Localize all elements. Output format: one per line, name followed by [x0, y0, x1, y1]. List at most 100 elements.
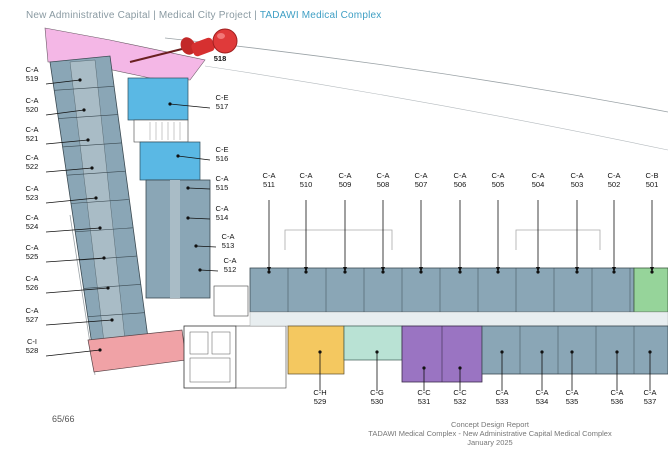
callout-dot	[198, 268, 202, 272]
room-number-label: 527	[26, 315, 39, 324]
footer-line-1: Concept Design Report	[451, 420, 529, 429]
room-type-label: C-A	[566, 388, 579, 397]
bracket-right	[515, 229, 601, 250]
room-type-label: C-A	[415, 171, 428, 180]
room-number-label: 530	[371, 397, 384, 406]
room-number-label: 512	[224, 265, 237, 274]
callout-leader	[45, 197, 97, 204]
room-number-label: 529	[314, 397, 327, 406]
room-type-label: C-A	[222, 232, 235, 241]
room-number-label: 520	[26, 105, 39, 114]
room-number-label: 505	[492, 180, 505, 189]
room-number-label: 521	[26, 134, 39, 143]
callout-leader	[199, 269, 219, 272]
wing-horizontal-south	[481, 325, 668, 375]
callout-arrow	[496, 267, 500, 272]
room-number-label: 503	[571, 180, 584, 189]
room-number-label: 526	[26, 283, 39, 292]
room-number-label: 516	[216, 154, 229, 163]
room-number-label: 523	[26, 193, 39, 202]
callout-leader	[45, 139, 89, 145]
elevator-1	[189, 331, 209, 355]
room-type-label: C-A	[644, 388, 657, 397]
room-type-label: C-C	[417, 388, 431, 397]
callout-arrow	[612, 267, 616, 272]
room-number-label: 504	[532, 180, 545, 189]
callout-dot	[615, 350, 619, 354]
bracket-left	[284, 229, 393, 250]
pin-label: 518	[214, 54, 227, 63]
room-number-label: 515	[216, 183, 229, 192]
room-type-label: C-A	[26, 184, 39, 193]
room-type-label: C-A	[26, 243, 39, 252]
room-type-label: C-I	[27, 337, 37, 346]
callout-dot	[458, 366, 462, 370]
room-cb-501	[633, 267, 668, 313]
callout-dot	[318, 350, 322, 354]
room-type-label: C-A	[26, 96, 39, 105]
room-type-label: C-A	[496, 388, 509, 397]
callout-leader	[195, 245, 217, 248]
room-cg-530	[343, 325, 403, 361]
room-type-label: C-A	[26, 125, 39, 134]
room-type-label: C-A	[608, 171, 621, 180]
room-type-label: C-A	[339, 171, 352, 180]
room-type-label: C-G	[370, 388, 384, 397]
callout-dot	[540, 350, 544, 354]
service-core	[183, 325, 237, 389]
room-type-label: C-A	[26, 65, 39, 74]
callout-dot	[82, 108, 86, 112]
room-type-label: C-A	[377, 171, 390, 180]
wing-horizontal-room-walls	[287, 268, 635, 382]
footer-line-3: January 2025	[467, 438, 513, 447]
callout-dot	[194, 244, 198, 248]
room-type-label: C-A	[532, 171, 545, 180]
callout-dot	[94, 196, 98, 200]
site-boundary-curve-inner	[204, 65, 668, 151]
room-number-label: 510	[300, 180, 313, 189]
callout-leader	[45, 349, 101, 357]
wing-horizontal-north	[249, 267, 635, 313]
room-type-label: C-A	[536, 388, 549, 397]
room-type-label: C-A	[454, 171, 467, 180]
room-type-label: C-A	[611, 388, 624, 397]
room-number-label: 534	[536, 397, 549, 406]
wing-diagonal-room-walls	[54, 86, 145, 317]
callout-arrow	[419, 267, 423, 272]
header-accent: TADAWI Medical Complex	[259, 10, 382, 21]
footer: Concept Design Report TADAWI Medical Com…	[340, 420, 640, 447]
room-type-label: C-C	[453, 388, 467, 397]
elevator-2	[211, 331, 231, 355]
room-ch-529	[287, 325, 345, 375]
room-number-label: 537	[644, 397, 657, 406]
callout-arrow	[304, 267, 308, 272]
callout-dot	[102, 256, 106, 260]
callout-leader	[45, 167, 93, 173]
callout-arrow	[575, 267, 579, 272]
room-type-label: C-A	[216, 204, 229, 213]
room-number-label: 508	[377, 180, 390, 189]
room-type-label: C-A	[26, 153, 39, 162]
footer-line-2: TADAWI Medical Complex - New Administrat…	[368, 429, 612, 438]
room-number-label: 536	[611, 397, 624, 406]
room-type-label: C-A	[300, 171, 313, 180]
